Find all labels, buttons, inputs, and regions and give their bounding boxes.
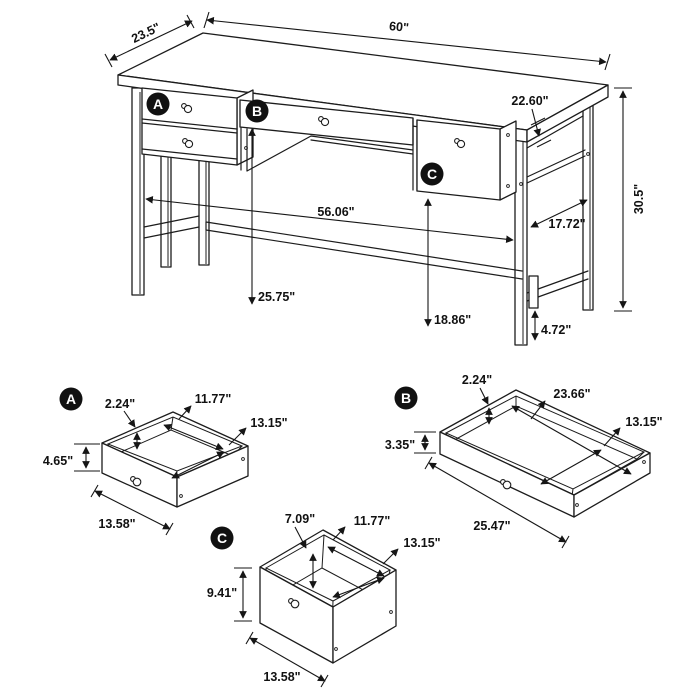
desk-main-view: A B C [117,32,609,346]
pedestal-back-leg [160,149,172,268]
drawer-a-depth-arrow [171,451,225,479]
drawer-a-depth-label: 13.15" [250,416,287,430]
top-width-label: 60" [388,19,409,35]
callout-c-letter: C [427,166,437,182]
front-right-leg [514,135,528,346]
drawer-a-fwidth-label: 13.58" [98,517,135,531]
drawer-c-fwidth-label: 13.58" [263,670,300,684]
right-drawer-front [416,119,501,201]
drawer-b-width-arrow [511,405,632,475]
drawer-b-height-ticks [414,431,436,454]
inner-span-label: 56.06" [317,205,354,219]
drawer-b-fwidth-label: 25.47" [473,519,510,533]
drawer-c-lip-label: 7.09" [285,512,315,526]
side-depth-label: 17.72" [548,217,585,231]
depth-dim-ticks [104,14,195,68]
right-side-mid-rail [526,149,586,184]
drawer-c-letter: C [217,530,227,546]
screw-dot [179,494,183,498]
drawer-b-width-label: 23.66" [553,387,590,401]
inner-span-line [145,195,514,244]
drawer-b-badge: B [394,386,418,410]
desktop-right-band [526,84,609,143]
callout-a-letter: A [153,96,163,112]
drawer-b-height-label: 3.35" [385,438,415,452]
right-drawer-knob [454,138,466,149]
drawer-a-lip-label: 2.24" [105,397,135,411]
drawer-a-width-leader [178,405,192,420]
screw-dot [389,610,393,614]
screw-dot [586,152,590,156]
kneehole-height-label: 25.75" [258,290,295,304]
right-depth-ticks [530,117,552,148]
right-depth-label: 22.60" [511,94,548,108]
drawer-b-depth-leader [603,427,621,447]
drawer-c-fwidth-ticks [245,631,329,688]
right-drawer-side [499,120,517,201]
screw-dot [241,457,245,461]
screw-dot [519,182,523,186]
drawer-c-depth-leader [382,548,399,565]
right-side-apron [526,115,584,149]
drawer-c-lip-leader [294,526,307,549]
height-dim-ticks [614,87,632,312]
screw-dot [642,460,646,464]
drawer-a-depth-leader [228,427,247,446]
long-stretcher [205,221,523,280]
drawer-c-width-arrow [327,546,385,577]
drawer-c-detail: C 7.09" 11.77" 13.15" 9.41" 13.58" [207,512,441,688]
drawer-b-detail: B 2.24" 23.66" 13.15" 3.35" 25.47" [385,373,663,549]
drawer-c-badge: C [210,526,234,550]
top-depth-label: 23.5" [129,20,162,46]
pedestal-bottom-knob [182,138,194,149]
drawer-a-height-ticks [74,443,100,472]
stretcher-gap-label: 4.72" [541,323,571,337]
drawer-c-width-label: 11.77" [354,514,391,528]
drawer-b-fwidth-line [428,462,567,543]
drawer-a-fwidth-ticks [90,484,174,536]
callout-b-letter: B [252,103,262,119]
drawer-a-width-label: 11.77" [195,392,232,406]
center-drawer-knob [318,116,330,127]
width-dim-ticks [203,11,611,71]
width-dim-line [206,16,607,66]
drawer-a-letter: A [66,391,76,407]
drawer-c-fwidth-line [249,637,326,682]
drawer-c-height-ticks [234,567,252,622]
depth-dim-line [109,20,193,61]
drawer-c-knob [288,598,300,609]
screw-dot [575,503,579,507]
callout-c-badge: C [420,162,444,186]
back-left-leg [198,151,210,266]
drawer-b-lip-leader [479,387,489,405]
screw-dot [506,133,510,137]
drawer-a-badge: A [59,387,83,411]
callout-b-badge: B [245,99,269,123]
drawer-b-lip-label: 2.24" [462,373,492,387]
drawer-b-depth-label: 13.15" [625,415,662,429]
screw-dot [506,184,510,188]
kneehole-interior-lines [240,127,414,172]
stretcher-bracket [528,275,539,309]
drawer-c-depth-arrow [332,576,385,599]
drawer-b-fwidth-ticks [424,456,570,549]
drawer-a-detail: A 2.24" 11.77" 13.15" 4.65" 13.58" [43,387,288,536]
overall-height-label: 30.5" [632,184,646,214]
drawer-a-height-label: 4.65" [43,454,73,468]
drawer-a-fwidth-line [94,490,171,530]
drawer-a-width-arrow [163,424,224,450]
side-depth-line [530,199,588,228]
drawer-c-height-label: 9.41" [207,586,237,600]
drawer-b-letter: B [401,390,411,406]
screw-dot [334,647,338,651]
pedestal-top-knob [181,103,193,114]
drawer-c-depth-label: 13.15" [403,536,440,550]
drawer-c-width-leader [332,526,346,541]
right-opening-label: 18.86" [434,313,471,327]
callout-a-badge: A [146,92,170,116]
drawer-a-lip-leader [123,410,136,428]
drawer-a-knob [130,476,142,487]
pedestal-drawer-divider [141,118,238,160]
